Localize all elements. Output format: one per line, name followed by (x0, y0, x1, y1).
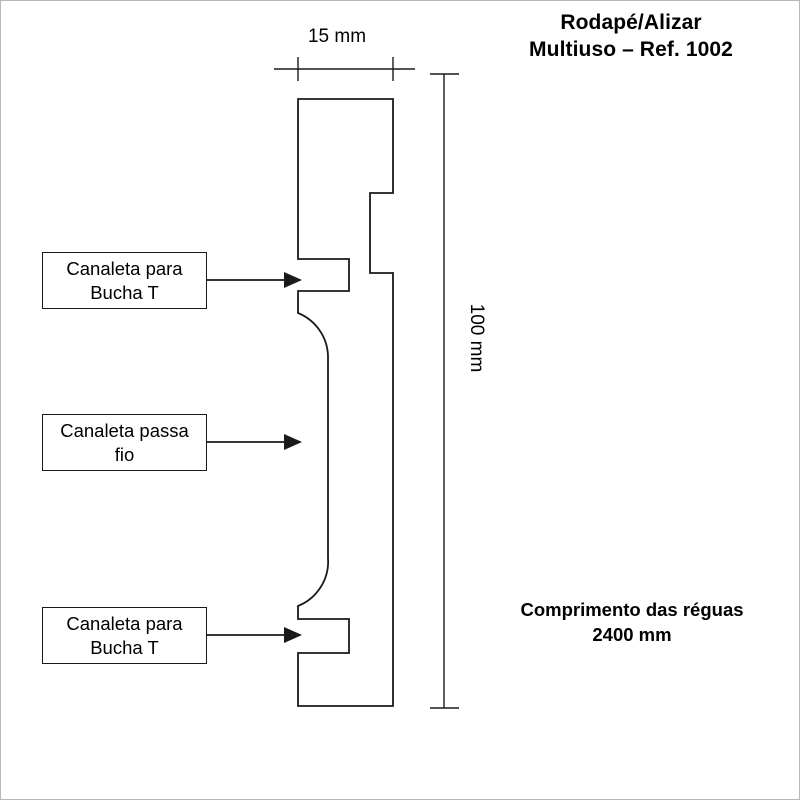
callout-text: Canaleta para Bucha T (66, 612, 182, 659)
callout-canaleta-passa-fio: Canaleta passa fio (42, 414, 207, 471)
height-dimension-group (430, 73, 459, 709)
callout-line-1: Canaleta para (66, 257, 183, 279)
callout-line-2: Bucha T (90, 636, 159, 658)
arrowhead-icon (284, 434, 302, 450)
title-block: Rodapé/Alizar Multiuso – Ref. 1002 (481, 9, 781, 64)
callout-line-1: Canaleta para (66, 612, 183, 634)
height-dimension-label: 100 mm (466, 303, 487, 373)
leader-arrow-passa-fio (207, 434, 302, 450)
callout-text: Canaleta para Bucha T (66, 257, 182, 304)
callout-line-1: Canaleta passa (60, 419, 189, 441)
title-line-1: Rodapé/Alizar (560, 11, 702, 34)
callout-line-2: Bucha T (90, 281, 159, 303)
callout-canaleta-bucha-t-top: Canaleta para Bucha T (42, 252, 207, 309)
leader-arrow-bucha-top (207, 272, 302, 288)
length-note-line-2: 2400 mm (592, 623, 672, 645)
callout-canaleta-bucha-t-bottom: Canaleta para Bucha T (42, 607, 207, 664)
arrowhead-icon (284, 272, 302, 288)
width-dimension-group (274, 57, 415, 81)
title-line-2: Multiuso – Ref. 1002 (529, 38, 733, 62)
callout-text: Canaleta passa fio (60, 419, 189, 466)
length-note: Comprimento das réguas 2400 mm (479, 598, 785, 648)
length-note-line-1: Comprimento das réguas (520, 599, 744, 620)
leader-arrow-bucha-bottom (207, 627, 302, 643)
callout-line-2: fio (114, 443, 135, 465)
width-dimension-label: 15 mm (307, 26, 367, 47)
arrowhead-icon (284, 627, 302, 643)
moulding-profile-outline (297, 98, 394, 707)
